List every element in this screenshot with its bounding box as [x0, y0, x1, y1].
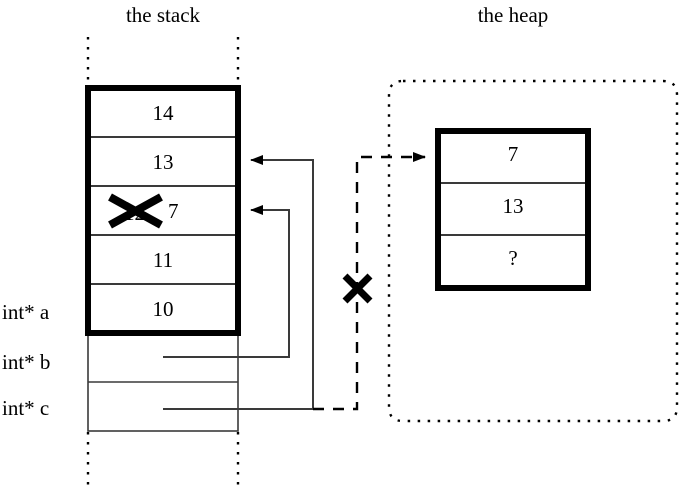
stack-lower-slots: [87, 332, 239, 432]
heap-cell-value-1: 13: [502, 194, 524, 218]
stack-title: the stack: [125, 3, 201, 27]
stack-dotted-guides-bottom: [86, 432, 240, 486]
severed-pointer-x-icon: [342, 273, 373, 304]
stack-dotted-guides-top: [86, 37, 240, 88]
stack-cell-value-0: 14: [152, 101, 174, 125]
variable-label-a: int* a: [2, 300, 50, 324]
heap-cell-value-2: ?: [508, 246, 518, 270]
stack-cell-value-1: 13: [152, 150, 174, 174]
stack-cell-value-4: 10: [152, 297, 174, 321]
stack-cell-value-2-replacement: 7: [168, 199, 179, 223]
stack-box: [85, 85, 241, 336]
pointer-b-connector: [163, 205, 290, 358]
heap-cell-value-0: 7: [507, 142, 519, 166]
stack-cell-value-2-struck: 12: [124, 201, 145, 225]
struck-value-x-icon: [108, 193, 163, 229]
pointer-c-connector: [163, 155, 314, 410]
variable-label-b: int* b: [2, 350, 51, 374]
pointer-a-dashed-connector: [313, 152, 426, 411]
variable-label-c: int* c: [2, 396, 50, 420]
heap-title: the heap: [477, 3, 549, 27]
heap-box: [435, 128, 591, 291]
stack-cell-value-3: 11: [152, 248, 174, 272]
